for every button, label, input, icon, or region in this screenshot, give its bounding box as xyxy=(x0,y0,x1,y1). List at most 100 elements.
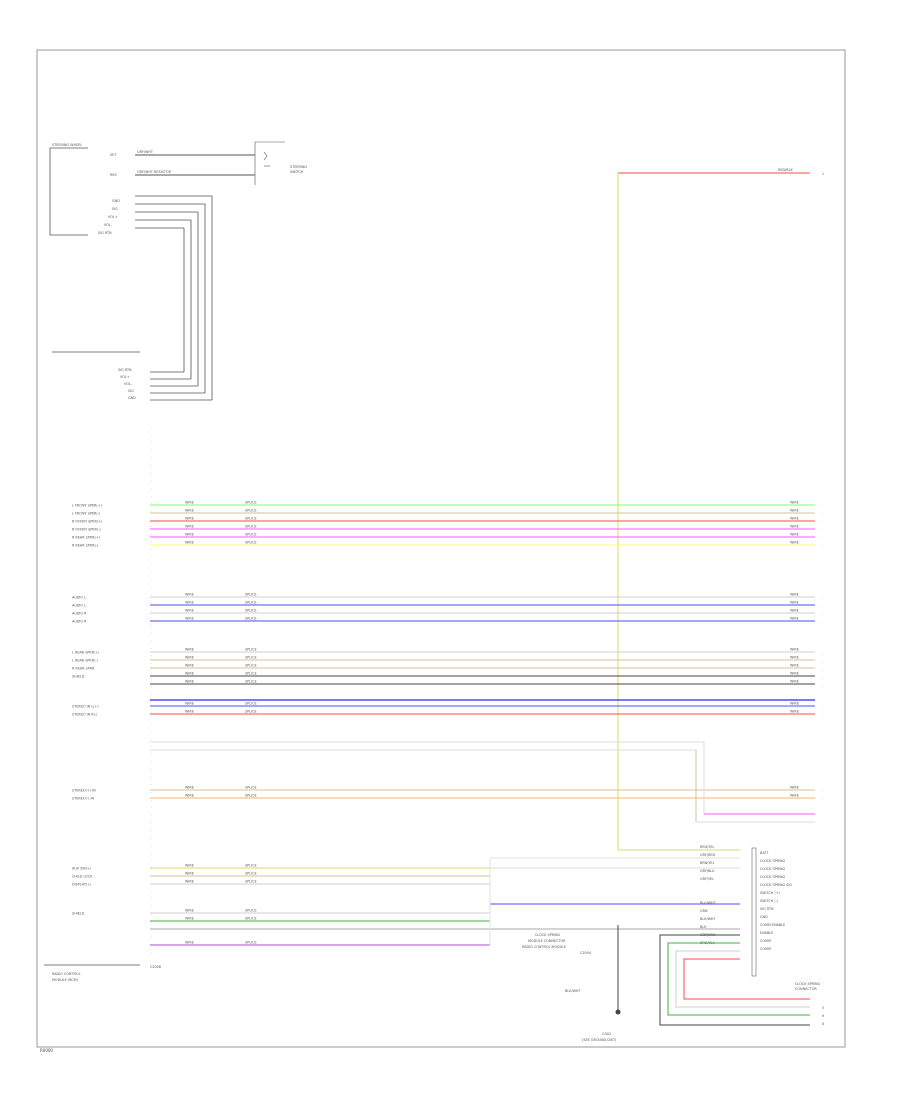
pin-number: . xyxy=(151,531,152,535)
wire-label: WIRE xyxy=(185,864,194,868)
wire-label: STEREO IN R(-) xyxy=(72,713,98,717)
pin-number: . xyxy=(151,478,152,482)
wire-label: WIRE xyxy=(185,609,194,613)
pin-number: . xyxy=(151,873,152,877)
svg-text:GND: GND xyxy=(112,199,120,203)
svg-text:BLK/WHT: BLK/WHT xyxy=(700,917,716,921)
pin-number: . xyxy=(151,843,152,847)
wire-label: SPLICE xyxy=(245,509,257,513)
wire-label: WIRE xyxy=(185,509,194,513)
wire-label: SPLICE xyxy=(245,680,257,684)
wire-label: SPLICE xyxy=(245,617,257,621)
wire-label: . xyxy=(822,520,823,524)
wire-label: SPLICE xyxy=(245,917,257,921)
pin-number: . xyxy=(151,790,152,794)
wire-label: L FRONT SPKR(-) xyxy=(72,512,101,516)
svg-text:GRY/BLU: GRY/BLU xyxy=(700,869,715,873)
svg-text:SIG RTN: SIG RTN xyxy=(118,368,132,372)
pin-number: . xyxy=(151,835,152,839)
svg-text:BRN/YEL: BRN/YEL xyxy=(700,861,715,865)
power-feed-wire: RED/BLK 1 xyxy=(617,168,824,851)
svg-text:GND: GND xyxy=(128,396,136,400)
wire-label: WIRE xyxy=(185,917,194,921)
pin-number: . xyxy=(151,554,152,558)
pin-number: . xyxy=(151,463,152,467)
wire-label: WIRE xyxy=(185,517,194,521)
pin-number: . xyxy=(151,440,152,444)
wire-label: STEREO IN L(+) xyxy=(72,705,99,709)
wire-label: WIRE xyxy=(185,909,194,913)
wire-label: . xyxy=(822,528,823,532)
wire-label: WIRE xyxy=(790,609,799,613)
wire-label: SPLICE xyxy=(245,909,257,913)
pin-number: . xyxy=(151,851,152,855)
wire-label: WIRE xyxy=(185,794,194,798)
svg-text:SWITCH: SWITCH xyxy=(290,170,304,174)
pin-number: . xyxy=(151,881,152,885)
wire-label: WIRE xyxy=(185,593,194,597)
wire-label: . xyxy=(822,797,823,801)
wire-label: WIRE xyxy=(185,872,194,876)
module-pin-column: ........................................… xyxy=(151,425,152,953)
wire-label: . xyxy=(822,789,823,793)
wire-label: R FRONT SPKR(+) xyxy=(72,520,103,524)
pin-number: . xyxy=(151,486,152,490)
svg-text:C2004: C2004 xyxy=(580,951,591,955)
pin-number: . xyxy=(151,782,152,786)
svg-text:COMM: COMM xyxy=(760,947,771,951)
wire-label: . xyxy=(822,705,823,709)
wire-label: WIRE xyxy=(185,501,194,505)
wire-label: L FRONT SPKR(+) xyxy=(72,504,103,508)
svg-text:STEERING: STEERING xyxy=(290,165,307,169)
wire-label: WIRE xyxy=(790,656,799,660)
pin-number: . xyxy=(151,858,152,862)
pin-number: . xyxy=(151,797,152,801)
svg-text:RED/YEL: RED/YEL xyxy=(700,845,714,849)
pin-number: . xyxy=(151,638,152,642)
wire-label: SPLICE xyxy=(245,648,257,652)
svg-text:1: 1 xyxy=(822,172,824,176)
svg-text:COMM: COMM xyxy=(760,939,771,943)
wire-label: WIRE xyxy=(790,601,799,605)
svg-text:SET: SET xyxy=(110,153,117,157)
svg-text:STEERING WHEEL: STEERING WHEEL xyxy=(52,143,82,147)
wire-label: SPLICE xyxy=(245,710,257,714)
pin-number: . xyxy=(151,539,152,543)
pin-number: . xyxy=(151,592,152,596)
wire-label: WIRE xyxy=(185,664,194,668)
svg-text:RES: RES xyxy=(110,173,117,177)
wire-label: WIRE xyxy=(790,648,799,652)
pin-number: . xyxy=(151,683,152,687)
pin-number: . xyxy=(151,676,152,680)
wire-label: SPLICE xyxy=(245,664,257,668)
pin-number: . xyxy=(151,448,152,452)
wire-label: SPLICE xyxy=(245,541,257,545)
wire-label: . xyxy=(822,659,823,663)
wire-label: WIRE xyxy=(790,702,799,706)
wire-label: SPLICE xyxy=(245,533,257,537)
svg-text:VOL+: VOL+ xyxy=(108,215,118,219)
svg-text:MODULE (RCM): MODULE (RCM) xyxy=(52,978,79,982)
wire-label: WIRE xyxy=(185,672,194,676)
diagram-frame xyxy=(36,49,846,1048)
wire-label: L REAR SPKR(+) xyxy=(72,651,100,655)
svg-text:VOL+: VOL+ xyxy=(120,375,130,379)
wire-label: WIRE xyxy=(790,517,799,521)
svg-text:VOL-: VOL- xyxy=(104,223,113,227)
wire-label: STEREO(-) IN xyxy=(72,797,94,801)
wire-label: WIRE xyxy=(185,702,194,706)
pin-number: . xyxy=(151,775,152,779)
pin-number: . xyxy=(151,433,152,437)
pin-number: . xyxy=(151,805,152,809)
wire-label: . xyxy=(822,612,823,616)
wire-label: . xyxy=(822,504,823,508)
svg-text:GRY/YEL: GRY/YEL xyxy=(700,877,714,881)
pin-number: . xyxy=(151,767,152,771)
pin-number: . xyxy=(151,471,152,475)
svg-text:CLOCK SPRING: CLOCK SPRING xyxy=(535,933,561,937)
pin-number: . xyxy=(151,509,152,513)
pin-number: . xyxy=(151,562,152,566)
wire-label: WIRE xyxy=(790,664,799,668)
wire-label: SHIELD xyxy=(72,675,85,679)
svg-text:BLU/WHT: BLU/WHT xyxy=(700,901,717,905)
